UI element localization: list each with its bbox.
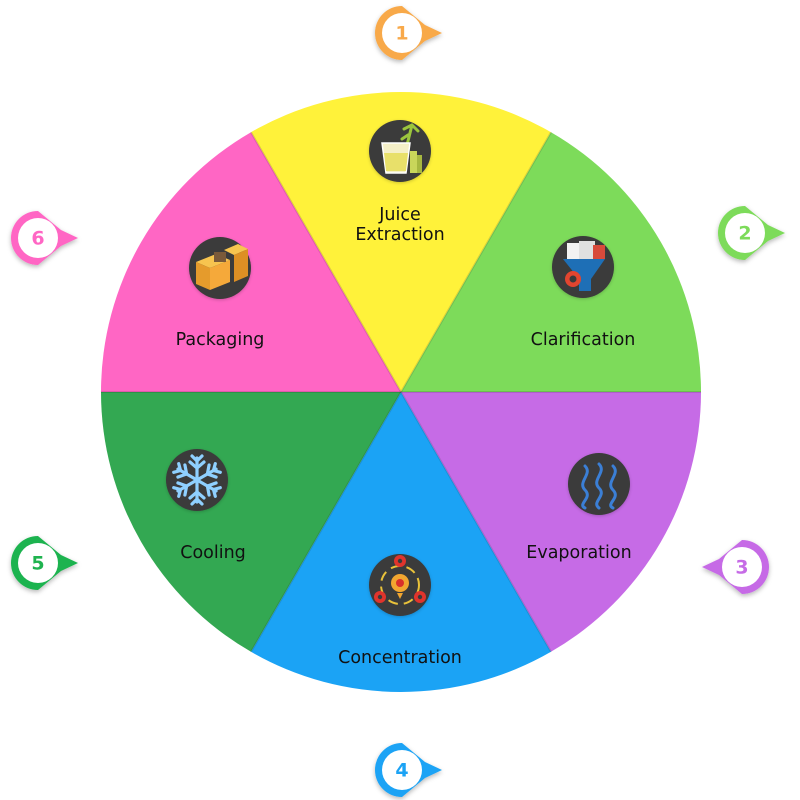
step-number: 2 (738, 223, 751, 245)
segment-divider (250, 131, 402, 393)
step-marker-1: 1 (375, 6, 442, 60)
segment-divider (250, 391, 402, 653)
step-marker-3: 3 (702, 540, 769, 594)
step-marker-5: 5 (11, 536, 78, 590)
step-marker-6: 6 (11, 211, 78, 265)
segment-label-packaging: Packaging (176, 330, 265, 350)
step-marker-2: 2 (718, 206, 785, 260)
step-number: 4 (395, 760, 408, 782)
filter-funnel-gear-icon (552, 236, 614, 298)
segment-divider (400, 391, 552, 653)
segment-label-evaporation: Evaporation (526, 543, 631, 563)
segment-label-cooling: Cooling (180, 543, 246, 563)
segment-label-juice: Extraction (355, 225, 444, 245)
sugarcane-juice-icon (369, 120, 431, 182)
snowflake-icon (166, 449, 228, 511)
segment-evaporation (401, 392, 701, 652)
step-number: 5 (31, 553, 44, 575)
segment-label-concentration: Concentration (338, 648, 462, 668)
step-number: 6 (31, 228, 44, 250)
segment-concentration (251, 392, 551, 692)
segment-packaging (101, 132, 401, 392)
step-marker-4: 4 (375, 743, 442, 797)
segment-label-juice: Juice (378, 205, 421, 225)
segment-juice (251, 92, 551, 392)
boxes-icon (189, 237, 251, 299)
segment-divider (400, 131, 552, 393)
steam-waves-icon (568, 453, 630, 515)
step-number: 1 (395, 23, 408, 45)
gears-cycle-icon (369, 554, 431, 616)
segment-clarification (401, 132, 701, 392)
step-number: 3 (735, 557, 748, 579)
segment-label-clarification: Clarification (531, 330, 636, 350)
segment-cooling (101, 392, 401, 652)
